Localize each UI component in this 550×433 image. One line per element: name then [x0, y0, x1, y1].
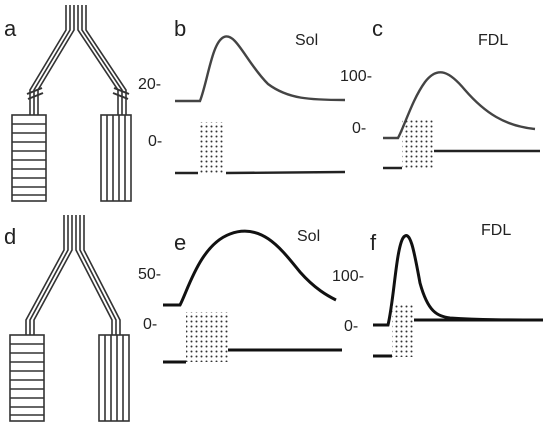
panel-c-tick-bottom: 0- [352, 120, 367, 137]
panel-c-emg-baseline [383, 149, 540, 170]
panel-f-tick-bottom: 0- [344, 318, 359, 335]
panel-letter-b: b [174, 16, 187, 41]
panel-f-tick-top: 100- [332, 268, 365, 285]
panel-e-tension-trace [163, 229, 337, 307]
panel-f-muscle-label: FDL [481, 222, 512, 239]
panel-a-nerve-diagram [26, 5, 130, 115]
panel-e-muscle-label: Sol [297, 228, 321, 245]
panel-b-tension-trace [175, 35, 346, 103]
panel-letter-d: d [4, 224, 17, 249]
panel-b-muscle-label: Sol [295, 32, 319, 49]
panel-b-tick-top: 20- [138, 76, 162, 93]
panel-letter-e: e [174, 230, 187, 255]
panel-c-tension-trace [383, 71, 536, 140]
panel-b-stimulus-train [198, 122, 224, 174]
panel-a-right-muscle [100, 114, 132, 202]
panel-c-tick-top: 100- [340, 68, 373, 85]
panel-letter-c: c [372, 16, 383, 41]
panel-e-tick-top: 50- [138, 266, 162, 283]
panel-e-emg-baseline [163, 348, 342, 364]
panel-letter-a: a [4, 16, 17, 41]
panel-c-muscle-label: FDL [478, 32, 509, 49]
panel-e-tick-bottom: 0- [143, 316, 158, 333]
panel-c-stimulus-train [402, 118, 434, 170]
panel-f-stimulus-train [392, 305, 414, 357]
panel-d-left-muscle [9, 334, 45, 422]
panel-f-emg-baseline [373, 318, 543, 358]
panel-a-left-muscle [11, 114, 47, 202]
panel-b-tick-bottom: 0- [148, 133, 163, 150]
panel-d-right-muscle [98, 334, 130, 422]
panel-e-stimulus-train [186, 312, 228, 362]
panel-b-emg-baseline [175, 170, 346, 175]
panel-d-nerve-diagram [25, 215, 121, 335]
panel-letter-f: f [370, 230, 377, 255]
